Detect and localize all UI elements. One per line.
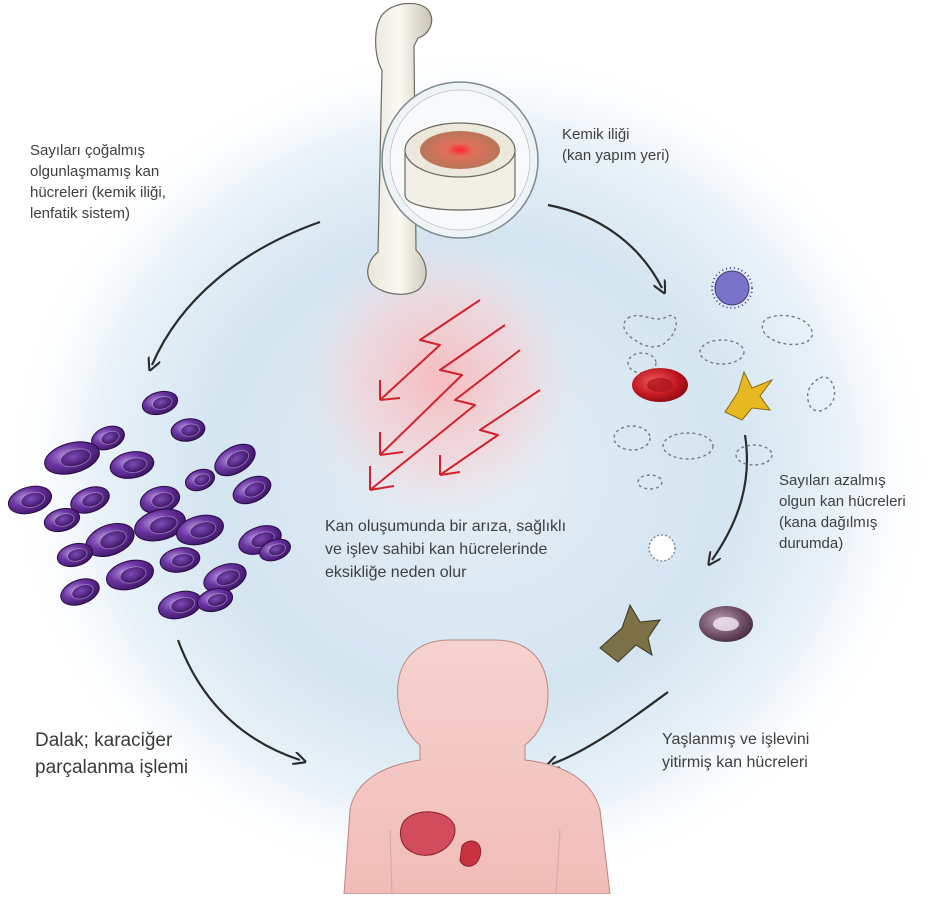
label-line: lenfatik sistem) [30,203,166,224]
bone-marrow-cross-section-icon [382,82,538,238]
bone-marrow-label: Kemik iliği (kan yapım yeri) [562,124,670,166]
center-note-label: Kan oluşumunda bir arıza, sağlıklı ve iş… [325,515,566,584]
label-line: (kan yapım yeri) [562,145,670,166]
label-line: durumda) [779,533,906,554]
label-line: Kemik iliği [562,124,670,145]
label-line: parçalanma işlemi [35,754,188,781]
aged-cells-label: Yaşlanmış ve işlevini yitirmiş kan hücre… [662,728,809,774]
label-line: Yaşlanmış ve işlevini [662,728,809,751]
alarm-glow [300,240,580,520]
label-line: yitirmiş kan hücreleri [662,751,809,774]
label-line: Kan oluşumunda bir arıza, sağlıklı [325,515,566,538]
label-line: olgunlaşmamış kan [30,161,166,182]
label-line: eksikliğe neden olur [325,561,566,584]
label-line: (kana dağılmış [779,512,906,533]
label-line: Sayıları çoğalmış [30,140,166,161]
mature-cells-label: Sayıları azalmış olgun kan hücreleri (ka… [779,470,906,554]
label-line: Sayıları azalmış [779,470,906,491]
immature-cells-label: Sayıları çoğalmış olgunlaşmamış kan hücr… [30,140,166,224]
spleen-liver-label: Dalak; karaciğer parçalanma işlemi [35,727,188,781]
label-line: hücreleri (kemik iliği, [30,182,166,203]
label-line: ve işlev sahibi kan hücrelerinde [325,538,566,561]
label-line: olgun kan hücreleri [779,491,906,512]
label-line: Dalak; karaciğer [35,727,188,754]
